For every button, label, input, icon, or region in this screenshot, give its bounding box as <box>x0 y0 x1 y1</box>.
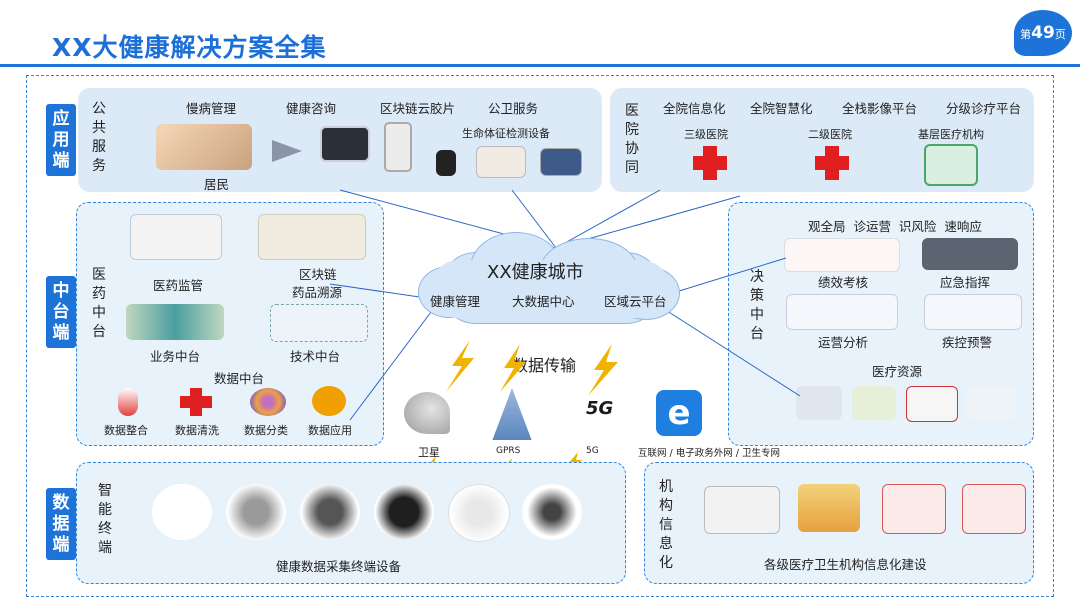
tier-middle-label: 中 台 端 <box>46 276 76 348</box>
cross-icon <box>178 388 214 416</box>
device-caption: 生命体征检测设备 <box>462 127 550 140</box>
channel-gprs: GPRS <box>496 446 521 456</box>
blood-pressure-device-icon <box>448 484 510 542</box>
public-item-1: 慢病管理 <box>186 101 237 116</box>
operation-chart-icon <box>786 294 898 330</box>
channel-satellite: 卫星 <box>418 446 440 459</box>
page-number-badge: 第49页 <box>1014 10 1072 56</box>
hospital-item-1: 全院信息化 <box>663 101 726 116</box>
decision-item-4: 疾控预警 <box>942 335 993 350</box>
terminals-caption: 健康数据采集终端设备 <box>276 559 402 574</box>
vest-device-icon <box>226 484 286 540</box>
command-room-icon <box>922 238 1018 270</box>
blockchain-label-1: 区块链 <box>299 267 337 282</box>
medical-center-building-icon <box>882 484 946 534</box>
hospital-level-3: 基层医疗机构 <box>918 128 984 141</box>
watch-device-icon <box>374 484 434 540</box>
tier-data-label: 数 据 端 <box>46 488 76 560</box>
capsule-icon <box>118 388 138 416</box>
wristband-icon <box>436 150 456 176</box>
page-suffix: 页 <box>1054 28 1066 41</box>
hospital-bed-icon <box>796 386 842 420</box>
hospital-item-4: 分级诊疗平台 <box>946 101 1022 116</box>
disease-control-chart-icon <box>924 294 1022 330</box>
medicine-icon <box>852 386 896 420</box>
page-prefix: 第 <box>1020 28 1032 41</box>
medical-center-label: 医 药 中 台 <box>92 267 106 340</box>
cloud-item-3: 区域云平台 <box>604 294 667 309</box>
doctors-icon <box>966 386 1016 420</box>
health-station-building-icon <box>962 484 1026 534</box>
cloud-title: XX健康城市 <box>487 262 584 283</box>
data-item-3: 数据分类 <box>244 424 288 437</box>
satellite-dish-icon <box>404 392 450 434</box>
supervision-label: 医药监管 <box>153 278 204 293</box>
red-cross-icon <box>690 146 730 180</box>
resources-label: 医疗资源 <box>872 364 923 379</box>
cloud-item-1: 健康管理 <box>430 294 481 309</box>
cloud-item-2: 大数据中心 <box>512 294 575 309</box>
institutions-label: 机 构 信 息 化 <box>659 479 673 571</box>
public-item-3: 区块链云胶片 <box>380 101 456 116</box>
data-item-2: 数据清洗 <box>175 424 219 437</box>
hospital-item-3: 全栈影像平台 <box>842 101 918 116</box>
public-service-label: 公 共 服 务 <box>92 101 106 174</box>
diagram-frame <box>26 75 1054 597</box>
clinic-building-icon <box>924 144 978 186</box>
red-cross-icon <box>812 146 852 180</box>
blockchain-icon <box>258 214 366 260</box>
page-title: XX大健康解决方案全集 <box>52 33 327 62</box>
blockchain-label-2: 药品溯源 <box>292 285 343 300</box>
title-underline <box>0 64 1080 67</box>
business-platform-icon <box>126 304 224 340</box>
clinic-building-icon <box>798 484 860 532</box>
decision-label: 决 策 中 台 <box>750 269 764 342</box>
decision-item-3: 运营分析 <box>818 335 869 350</box>
headset-device-icon <box>152 484 212 540</box>
decision-item-2: 应急指挥 <box>940 275 991 290</box>
dots-icon <box>250 388 286 416</box>
hospital-building-icon <box>704 486 780 534</box>
terminals-label: 智 能 终 端 <box>98 483 112 556</box>
tech-label: 技术中台 <box>290 349 341 364</box>
family-photo-icon <box>156 124 252 170</box>
supervision-screen-icon <box>130 214 222 260</box>
data-item-1: 数据整合 <box>104 424 148 437</box>
resident-label: 居民 <box>204 177 230 192</box>
laptop-icon <box>540 148 582 176</box>
posture-device-icon <box>300 484 360 540</box>
page-number: 49 <box>1031 23 1055 43</box>
channel-5g: 5G <box>586 446 599 456</box>
channel-network: 互联网 / 电子政务外网 / 卫生专网 <box>638 448 780 459</box>
monitor-icon <box>320 126 370 162</box>
transmission-title: 数据传输 <box>512 356 577 375</box>
hospital-level-1: 三级医院 <box>684 128 728 141</box>
public-item-4: 公卫服务 <box>488 101 539 116</box>
arrow-right-icon <box>272 140 302 162</box>
hospital-item-2: 全院智慧化 <box>750 101 813 116</box>
phone-icon <box>384 122 412 172</box>
performance-chart-icon <box>784 238 900 272</box>
health-monitor-icon <box>476 146 526 178</box>
business-label: 业务中台 <box>150 349 201 364</box>
institutions-caption: 各级医疗卫生机构信息化建设 <box>764 557 927 572</box>
tech-platform-icon <box>270 304 368 342</box>
internet-icon: e <box>656 390 702 436</box>
public-item-2: 健康咨询 <box>286 101 337 116</box>
hospital-label: 医 院 协 同 <box>625 103 639 176</box>
ambulance-icon <box>906 386 958 422</box>
decision-item-1: 绩效考核 <box>818 275 869 290</box>
data-app-icon <box>312 386 346 416</box>
data-center-label: 数据中台 <box>214 371 265 386</box>
data-item-4: 数据应用 <box>308 424 352 437</box>
decision-headline: 观全局 诊运营 识风险 速响应 <box>808 219 982 234</box>
glasses-device-icon <box>522 484 582 540</box>
cloud-shape <box>400 230 690 326</box>
tier-app-label: 应 用 端 <box>46 104 76 176</box>
hospital-level-2: 二级医院 <box>808 128 852 141</box>
badge-5g-icon: 5G <box>586 398 614 419</box>
